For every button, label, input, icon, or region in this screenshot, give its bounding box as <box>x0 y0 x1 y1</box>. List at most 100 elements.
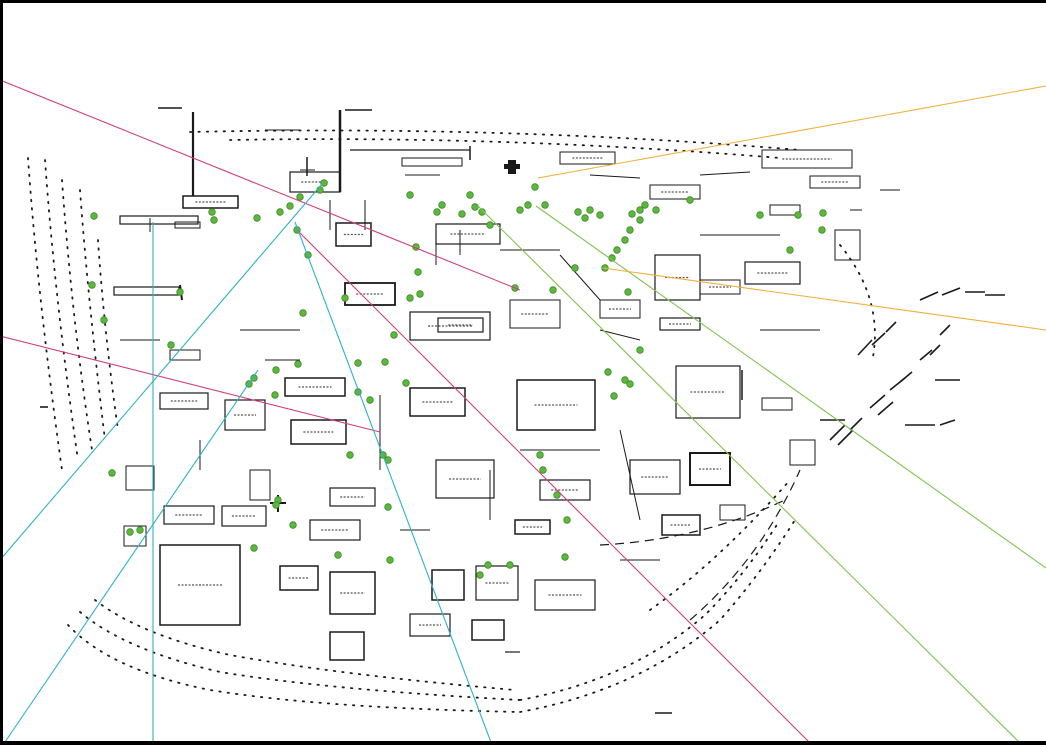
tree-marker-icon <box>294 360 302 368</box>
boundary-dashed-path <box>599 499 786 546</box>
tree-marker-icon <box>384 503 392 511</box>
tree-marker-icon <box>624 288 632 296</box>
boundary-dotted-path <box>79 189 106 441</box>
building-outline <box>159 544 241 626</box>
tree-marker-icon <box>652 206 660 214</box>
tree-marker-icon <box>563 516 571 524</box>
tree-marker-icon <box>250 544 258 552</box>
building-outline <box>344 282 396 306</box>
tree-marker-icon <box>486 221 494 229</box>
building-outline <box>659 317 701 331</box>
building-outline <box>516 379 596 431</box>
diagonal-dash-mark <box>941 287 961 296</box>
tree-marker-icon <box>276 208 284 216</box>
building-outline <box>654 254 701 301</box>
sightline-orange <box>537 85 1046 179</box>
tree-marker-icon <box>438 201 446 209</box>
boundary-dotted-path <box>44 159 79 461</box>
building-outline <box>719 504 746 521</box>
building-outline <box>224 399 266 431</box>
tree-marker-icon <box>553 491 561 499</box>
diagonal-dash-mark <box>899 371 913 383</box>
tree-marker-icon <box>250 374 258 382</box>
tree-marker-icon <box>286 202 294 210</box>
tree-marker-icon <box>88 281 96 289</box>
building-outline <box>409 387 466 417</box>
building-outline <box>329 631 365 661</box>
building-outline <box>629 459 681 495</box>
diagonal-dash-mark <box>939 324 951 336</box>
building-outline <box>329 571 376 615</box>
tree-marker-icon <box>571 264 579 272</box>
frame-left <box>0 0 3 745</box>
tree-marker-icon <box>604 368 612 376</box>
diagonal-dash-mark <box>869 394 886 409</box>
diagonal-dash-mark <box>837 429 854 446</box>
tree-marker-icon <box>581 214 589 222</box>
tree-marker-icon <box>541 201 549 209</box>
tree-marker-icon <box>386 556 394 564</box>
sightline-pink <box>296 229 813 745</box>
tree-marker-icon <box>586 206 594 214</box>
boundary-dotted-path <box>519 519 796 713</box>
tree-marker-icon <box>531 183 539 191</box>
tree-marker-icon <box>561 553 569 561</box>
boundary-dotted-path <box>97 239 119 431</box>
building-outline <box>284 377 346 397</box>
tree-marker-icon <box>320 179 328 187</box>
diagonal-dash-mark <box>871 332 886 346</box>
tree-marker-icon <box>299 309 307 317</box>
boundary-dots-layer <box>27 129 876 713</box>
tree-marker-icon <box>636 216 644 224</box>
building-outline <box>309 519 361 541</box>
tree-marker-icon <box>272 366 280 374</box>
tree-marker-icon <box>289 521 297 529</box>
building-outline <box>174 221 201 229</box>
sightline-cyan <box>4 369 259 743</box>
diagonal-dash-mark <box>885 321 897 333</box>
tree-marker-icon <box>316 186 324 194</box>
building-outline <box>163 505 215 525</box>
building-outline <box>559 151 616 165</box>
tree-marker-icon <box>167 341 175 349</box>
tree-marker-icon <box>366 396 374 404</box>
building-outline <box>437 317 484 333</box>
tree-marker-icon <box>271 391 279 399</box>
tree-marker-icon <box>794 211 802 219</box>
tree-marker-icon <box>272 501 280 509</box>
tree-marker-icon <box>818 226 826 234</box>
building-outline <box>649 184 701 200</box>
tree-marker-icon <box>354 359 362 367</box>
boundary-dotted-path <box>27 157 63 471</box>
tree-marker-icon <box>641 201 649 209</box>
building-outline <box>279 565 319 591</box>
plan-line <box>589 174 641 179</box>
building-outline <box>744 261 801 285</box>
building-outline <box>834 229 861 261</box>
building-outline <box>509 299 561 329</box>
tree-marker-icon <box>549 286 557 294</box>
tree-marker-icon <box>381 358 389 366</box>
tree-marker-icon <box>819 209 827 217</box>
building-outline <box>159 392 209 410</box>
building-outline <box>534 579 596 611</box>
diagonal-dash-mark <box>929 344 941 356</box>
tree-marker-icon <box>536 451 544 459</box>
tree-marker-icon <box>402 379 410 387</box>
building-outline <box>182 195 239 209</box>
diagonal-dash-mark <box>849 417 863 431</box>
tree-marker-icon <box>341 294 349 302</box>
tree-marker-icon <box>253 214 261 222</box>
detail-marks-layer <box>40 157 1005 626</box>
tree-marker-icon <box>610 392 618 400</box>
tree-marker-icon <box>506 561 514 569</box>
tree-marker-icon <box>524 201 532 209</box>
tree-marker-icon <box>208 208 216 216</box>
building-outline <box>409 311 491 341</box>
tree-marker-icon <box>626 380 634 388</box>
sightline-green <box>535 205 1046 569</box>
tree-markers-layer <box>88 179 827 579</box>
